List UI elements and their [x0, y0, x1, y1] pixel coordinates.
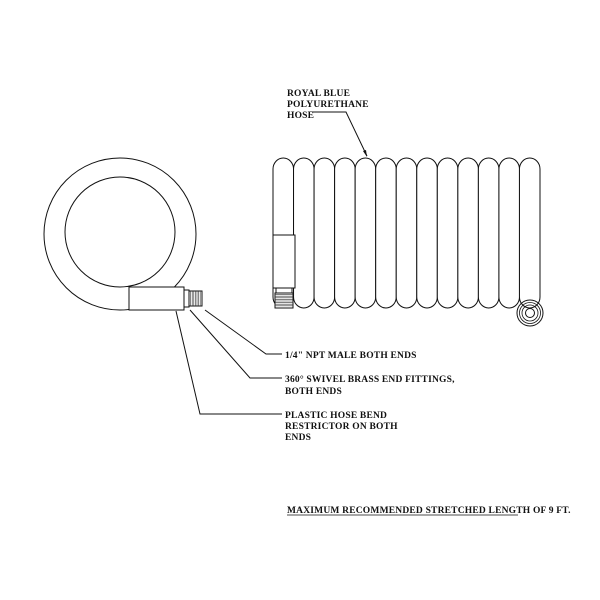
- coil-loop: [436, 157, 459, 309]
- hose-leader: [312, 111, 368, 157]
- loop-inner: [64, 176, 176, 288]
- coil-loop: [334, 157, 356, 309]
- npt-label: 1/4" NPT MALE BOTH ENDS: [285, 351, 417, 361]
- max-length-note: MAXIMUM RECOMMENDED STRETCHED LENGTH OF …: [287, 506, 571, 516]
- coil-bend-restrictor: [272, 234, 296, 289]
- hose-end-view: [516, 299, 544, 327]
- loop-outer: [43, 157, 197, 311]
- coil-loop: [518, 157, 541, 309]
- coil-npt-thread: [274, 292, 294, 309]
- coil-loop: [293, 157, 315, 309]
- coil-loop: [416, 157, 438, 309]
- coil-loop: [498, 157, 520, 309]
- coil-view: [272, 157, 541, 309]
- hose-label: ROYAL BLUE POLYURETHANE HOSE: [287, 89, 371, 121]
- coil-loop: [375, 157, 397, 309]
- swivel-leader: [189, 309, 282, 379]
- coil-loop: [477, 157, 500, 309]
- swivel-nut: [183, 289, 190, 308]
- restrictor-label: PLASTIC HOSE BEND RESTRICTOR ON BOTH END…: [285, 411, 400, 443]
- swivel-label: 360° SWIVEL BRASS END FITTINGS, BOTH END…: [285, 374, 457, 397]
- coil-loop: [354, 157, 377, 309]
- coil-loop: [457, 157, 479, 309]
- bend-restrictor: [128, 286, 185, 311]
- coil-loop: [395, 157, 418, 309]
- coil-swivel-nut: [275, 287, 293, 294]
- npt-thread: [188, 290, 203, 307]
- loop-view: [43, 157, 203, 311]
- hose-leader-arrow: [363, 150, 367, 157]
- restrictor-leader: [175, 310, 282, 415]
- coil-loop: [313, 157, 336, 309]
- npt-leader: [204, 309, 282, 355]
